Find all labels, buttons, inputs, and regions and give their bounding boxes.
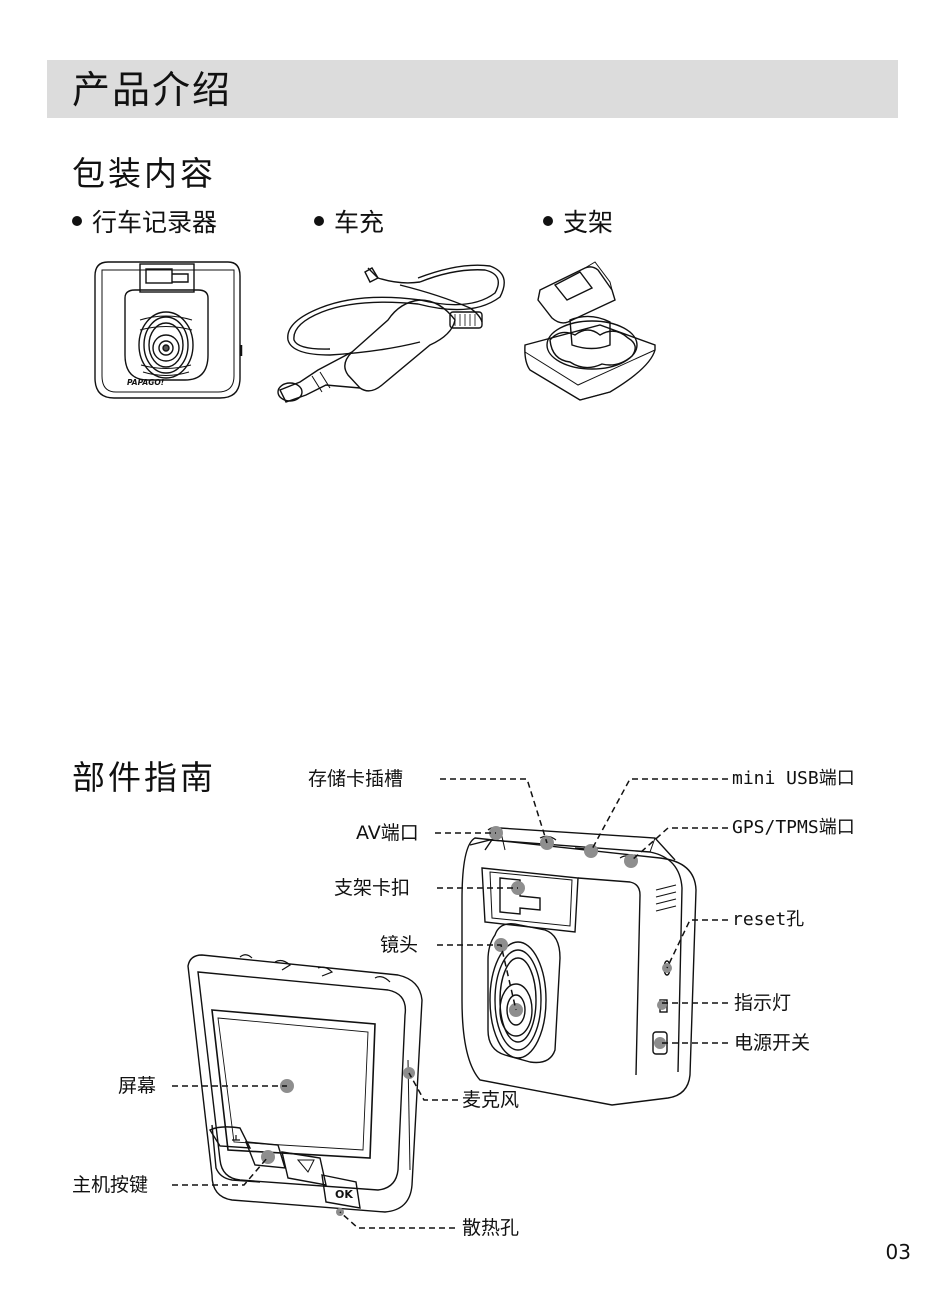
- brand-logo-text: PAPAGO!: [127, 378, 164, 387]
- mount-illustration: [524, 261, 656, 401]
- page-title: 产品介绍: [72, 68, 233, 112]
- package-item-mount: 支架: [543, 208, 613, 238]
- package-section-title: 包装内容: [72, 154, 216, 193]
- label-gps-tpms: GPS/TPMS端口: [732, 817, 855, 838]
- car-charger-illustration: [277, 264, 505, 403]
- label-power: 电源开关: [734, 1032, 811, 1054]
- bullet-icon: [314, 216, 324, 226]
- label-vent: 散热孔: [462, 1217, 520, 1239]
- package-item-dashcam: 行车记录器: [72, 208, 217, 238]
- label-bracket-clip: 支架卡扣: [334, 877, 411, 899]
- package-item-label: 支架: [563, 208, 614, 237]
- header-bar: [47, 60, 898, 118]
- label-screen: 屏幕: [118, 1075, 157, 1097]
- callout-dot: [657, 1000, 667, 1010]
- page-number: 03: [885, 1240, 911, 1264]
- label-av-port: AV端口: [356, 822, 419, 844]
- label-lens: 镜头: [380, 934, 419, 956]
- callout-dot: [584, 844, 598, 858]
- package-item-label: 行车记录器: [92, 208, 218, 237]
- dashcam-lens-side-illustration: [461, 826, 697, 1106]
- label-sd-slot: 存储卡插槽: [308, 768, 404, 790]
- package-item-label: 车充: [334, 208, 385, 237]
- callout-dot: [654, 1037, 666, 1049]
- label-mini-usb: mini USB端口: [732, 768, 855, 789]
- package-item-charger: 车充: [314, 208, 384, 238]
- ok-button-label: OK: [335, 1188, 353, 1201]
- dashcam-screen-side-illustration: [187, 954, 423, 1213]
- parts-section-title: 部件指南: [72, 758, 216, 797]
- label-mic: 麦克风: [462, 1089, 520, 1111]
- bullet-icon: [72, 216, 82, 226]
- bullet-icon: [543, 216, 553, 226]
- dashcam-front-illustration: [94, 261, 243, 399]
- label-buttons: 主机按键: [72, 1174, 149, 1196]
- label-indicator: 指示灯: [734, 992, 792, 1014]
- label-reset: reset孔: [732, 909, 805, 930]
